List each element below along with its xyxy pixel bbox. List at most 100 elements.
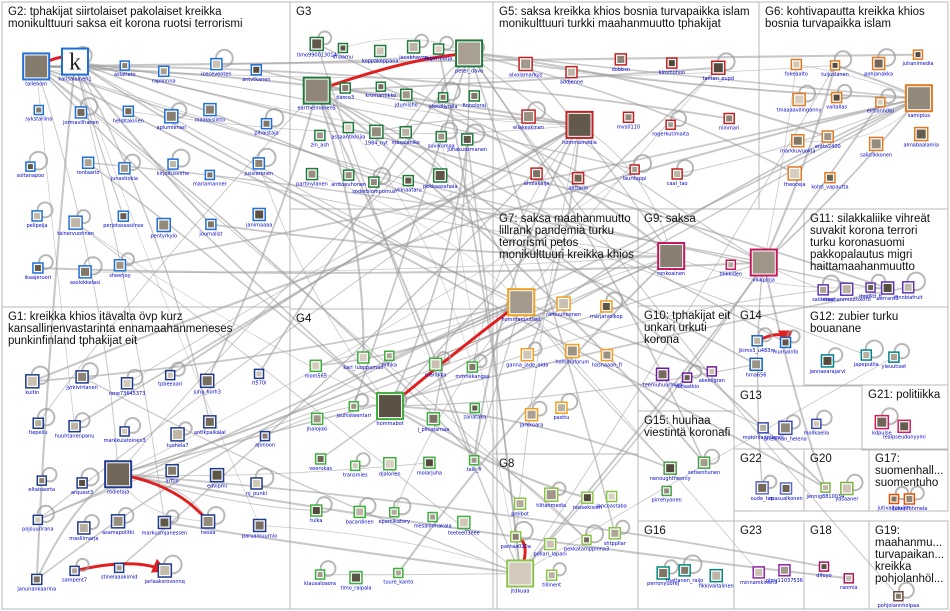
node-arquest3[interactable]: arquest3 [71,477,93,496]
node-lauritappi[interactable]: lauritappi [623,164,647,182]
node-kdpulse[interactable]: kdpulse [872,414,892,437]
node-timo_raipala[interactable]: timo_raipala [340,570,371,592]
node-pollari_lapani[interactable]: pollari_lapani [534,537,567,558]
node-setsenhunen[interactable]: setsenhunen [688,456,720,476]
node-murnalnfo[interactable]: murnalnfo [773,336,799,355]
node-edvipmi[interactable]: edvipmi [207,467,227,490]
node-dobbsn[interactable]: dobbsn [612,53,630,73]
node-plmr11037536[interactable]: plmr11037536 [766,564,803,584]
node-motoriiadmlennl[interactable]: motoriiadmlennl [743,422,784,441]
node-jutivaltaluijhr[interactable]: jutivaltaluijhr [877,493,912,512]
node-raplinnna[interactable]: raplinnna [152,65,176,84]
node-raomia[interactable]: raomia [840,573,858,591]
node-pantaa020a[interactable]: pantaa020a [501,531,531,550]
node-talk_fi[interactable]: talk_fi [467,455,482,473]
node-stinelaaakimid[interactable]: stinelaaakimid [101,562,138,580]
node-perronyuorej[interactable]: perronyuorej [647,566,679,587]
node-pelipeija[interactable]: pelipeija [27,210,48,229]
node-hma656[interactable]: hma656 [746,357,767,378]
node-soderblompomus[interactable]: soderblompomus [352,176,396,195]
node-marjatvolkop[interactable]: marjatvolkop [590,300,623,320]
node-dlfoyo[interactable]: dlfoyo [816,561,832,579]
node-mrhnekangas[interactable]: mrhnekangas [455,361,490,380]
node-pentyrkylo[interactable]: pentyrkylo [150,217,177,240]
node-veerukas[interactable]: veerukas [309,453,332,472]
node-samipius[interactable]: samipius [904,84,933,119]
node-nj_punki[interactable]: nj_punki [246,477,267,497]
node-maahanmuuttokriti[interactable]: maahanmuuttokriti [823,282,871,303]
node-jarlaaksrovonnq[interactable]: jarlaaksrovonnq [144,563,185,585]
node-pohjanakka[interactable]: pohjanakka [864,56,893,78]
node-kimmohoo[interactable]: kimmohoo [659,57,685,76]
node-rontaario[interactable]: rontaario [77,156,100,176]
node-rt570i[interactable]: rt570i [252,368,267,386]
node-teetee03eee[interactable]: teetee03eee [448,515,480,536]
node-tmaaaavilinganny[interactable]: tmaaaavilinganny [777,92,822,114]
node-janunankaarina[interactable]: janunankaarina [16,573,56,592]
node-tiepeliu[interactable]: tiepeliu [29,417,48,436]
node-tantan_pupd[interactable]: tantan_pupd [703,60,735,82]
node-bacardinen[interactable]: bacardinen [346,505,374,525]
node-jhalojoki[interactable]: jhalojoki [306,412,328,432]
node-nenoughtheonly[interactable]: nenoughtheonly [650,461,691,482]
node-earthelmonen5[interactable]: earthelmonen5 [298,76,336,112]
node-ifinnbiafruit[interactable]: ifinnbiafruit [894,281,923,301]
node-realpseudonyymi[interactable]: realpseudonyymi [883,419,926,440]
node-partinylanen[interactable]: partinylanen [296,167,328,188]
node-pihaistaja[interactable]: pihaistaja [254,117,279,137]
node-queenfohmela[interactable]: queenfohmela [891,493,927,512]
node-sheerjoy[interactable]: sheerjoy [109,259,131,279]
node-alvolamarkus[interactable]: alvolamarkus [509,56,543,78]
node-mollkaelia[interactable]: mollkaelia [804,418,830,436]
node-minnamkinen9[interactable]: minnamkinen9 [740,566,777,586]
node-junastiokia[interactable]: junastiokia [110,162,138,182]
node-journalist[interactable]: journalist [198,218,223,237]
node-pekkatamppinna3[interactable]: pekkatamppinna3 [564,534,609,552]
node-paruamuurnio[interactable]: paruamuurnio [242,518,277,539]
node-hasnaaan_fi[interactable]: hasnaaan_fi [592,348,622,369]
node-mvs0110[interactable]: mvs0110 [617,111,640,130]
node-akeeligran[interactable]: akeeligran [699,366,725,384]
node-ajonoon[interactable]: ajonoon [255,430,275,449]
node-pohjolannholpaa[interactable]: pohjolannholpaa [878,591,920,609]
node-asiatieto[interactable]: asiatieto [114,60,136,78]
node-jennig8810034[interactable]: jennig8810034 [806,482,845,500]
node-timo990013014[interactable]: timo990013014 [297,36,337,58]
node-sofiaatkio[interactable]: sofiaatkio [675,372,699,390]
node-klausaloaora[interactable]: klausaloaora [304,569,336,587]
node-j_pihlajamaa[interactable]: j_pihlajamaa [417,412,450,433]
node-antta2400[interactable]: antta2400 [815,130,841,150]
node-mariamanner[interactable]: mariamanner [193,169,228,187]
node-assaantikkijia[interactable]: assaantikkijia [331,121,365,141]
node-arftio[interactable]: arftio [165,463,179,485]
node-jtdkuaa[interactable]: jtdkuaa [506,559,535,594]
node-jannaearajarvi[interactable]: jannaearajarvi [808,354,845,375]
node-almabaalamia[interactable]: almabaalamia [903,126,939,149]
node-eirtianh0bi[interactable]: eirtianh0bi [867,96,894,115]
node-elekoljyrala[interactable]: elekoljyrala [429,92,458,110]
node-anellman_helena[interactable]: anellman_helena [764,420,807,442]
node-karl_luoppamaa[interactable]: karl_luoppamaa [343,351,383,371]
node-masalanike[interactable]: masalanike [391,126,420,146]
node-finnoloraj[interactable]: finnoloraj [463,90,487,109]
node-nossekisom[interactable]: nossekisom [573,491,602,511]
node-hommanuutiset[interactable]: hommanuutiset [501,288,541,323]
node-soltanapoo[interactable]: soltanapoo [17,161,45,179]
node-anttoeuhonen[interactable]: anttoeuhonen [331,169,366,188]
node-epamikatory[interactable]: epamikatory [378,507,410,525]
node-markkulatoinen3[interactable]: markkulatoinen3 [103,426,146,444]
node-mihka[interactable]: mihka [382,350,397,368]
node-suvikumaa[interactable]: suvikumaa [428,130,455,150]
node-juhanimedia[interactable]: juhanimedia [902,49,934,67]
node-fikkivaitalinen[interactable]: fikkivaitalinen [699,568,734,590]
node-tuohela7[interactable]: tuohela7 [166,427,189,449]
node-caal_tao[interactable]: caal_tao [667,168,688,187]
node-toatlanen_raijo[interactable]: toatlanen_raijo [666,564,703,584]
node-antikpaikalal[interactable]: antikpaikalal [194,415,226,436]
node-jdumisho[interactable]: jdumisho [394,88,418,108]
node-saliclikkonen[interactable]: saliclikkonen [860,136,892,158]
node-markusmjanessen[interactable]: markusmjanessen [142,515,188,536]
node-pasco3[interactable]: pasco3 [336,82,354,101]
node-shtppllar[interactable]: shtppllar [604,527,627,547]
